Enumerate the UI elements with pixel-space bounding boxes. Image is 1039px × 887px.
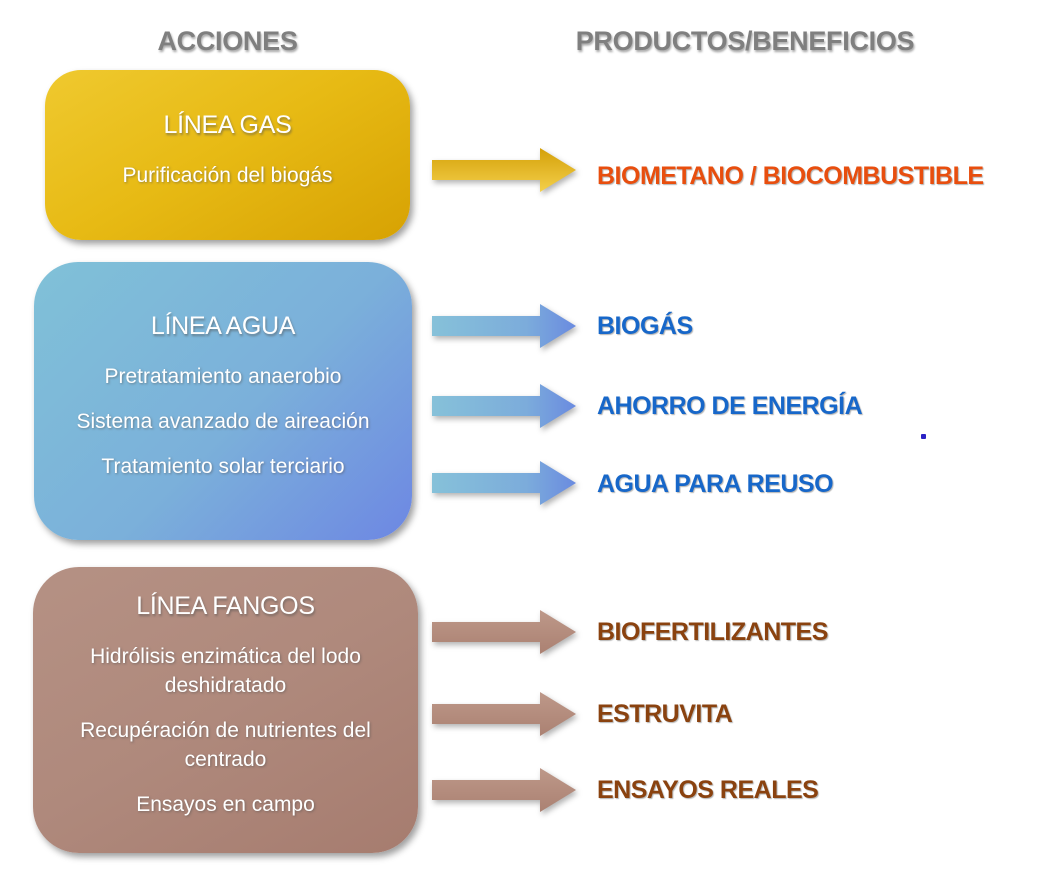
box-linea-gas-item: Purificación del biogás xyxy=(122,164,333,188)
output-label-ensayos-reales: ENSAYOS REALES xyxy=(597,775,819,804)
output-label-agua-para-reuso: AGUA PARA REUSO xyxy=(597,469,834,498)
output-label-biogas: BIOGÁS xyxy=(597,311,693,340)
box-linea-fangos-item: Recupéración de nutrientes del centrado xyxy=(80,719,371,771)
right-arrow-icon xyxy=(432,768,576,812)
output-label-estruvita: ESTRUVITA xyxy=(597,699,733,728)
box-linea-fangos: LÍNEA FANGOS Hidrólisis enzimática del l… xyxy=(33,567,418,853)
right-arrow-icon xyxy=(432,148,576,192)
box-linea-fangos-item: Ensayos en campo xyxy=(136,792,315,816)
column-header-acciones: ACCIONES xyxy=(157,26,298,56)
box-linea-agua: LÍNEA AGUA Pretratamiento anaerobio Sist… xyxy=(34,262,412,540)
right-arrow-icon xyxy=(432,610,576,654)
stray-dot xyxy=(921,434,926,439)
right-arrow-icon xyxy=(432,461,576,505)
box-linea-gas-title: LÍNEA GAS xyxy=(163,111,292,140)
box-linea-agua-title: LÍNEA AGUA xyxy=(150,312,296,341)
right-arrow-icon xyxy=(432,304,576,348)
output-label-biofertilizantes: BIOFERTILIZANTES xyxy=(597,617,828,646)
right-arrow-icon xyxy=(432,692,576,736)
box-linea-fangos-title: LÍNEA FANGOS xyxy=(136,592,315,621)
column-header-productos-beneficios: PRODUCTOS/BENEFICIOS xyxy=(575,26,915,56)
box-linea-agua-item: Tratamiento solar terciario xyxy=(101,454,345,478)
box-linea-fangos-item: Hidrólisis enzimática del lodo deshidrat… xyxy=(90,645,361,698)
box-linea-agua-item: Pretratamiento anaerobio xyxy=(104,365,342,389)
right-arrow-icon xyxy=(432,384,576,428)
output-label-biometano-biocombustible: BIOMETANO / BIOCOMBUSTIBLE xyxy=(597,161,984,190)
box-linea-agua-item: Sistema avanzado de aireación xyxy=(76,410,370,434)
box-linea-gas: LÍNEA GAS Purificación del biogás xyxy=(45,70,410,240)
output-label-ahorro-de-energia: AHORRO DE ENERGÍA xyxy=(597,391,863,420)
